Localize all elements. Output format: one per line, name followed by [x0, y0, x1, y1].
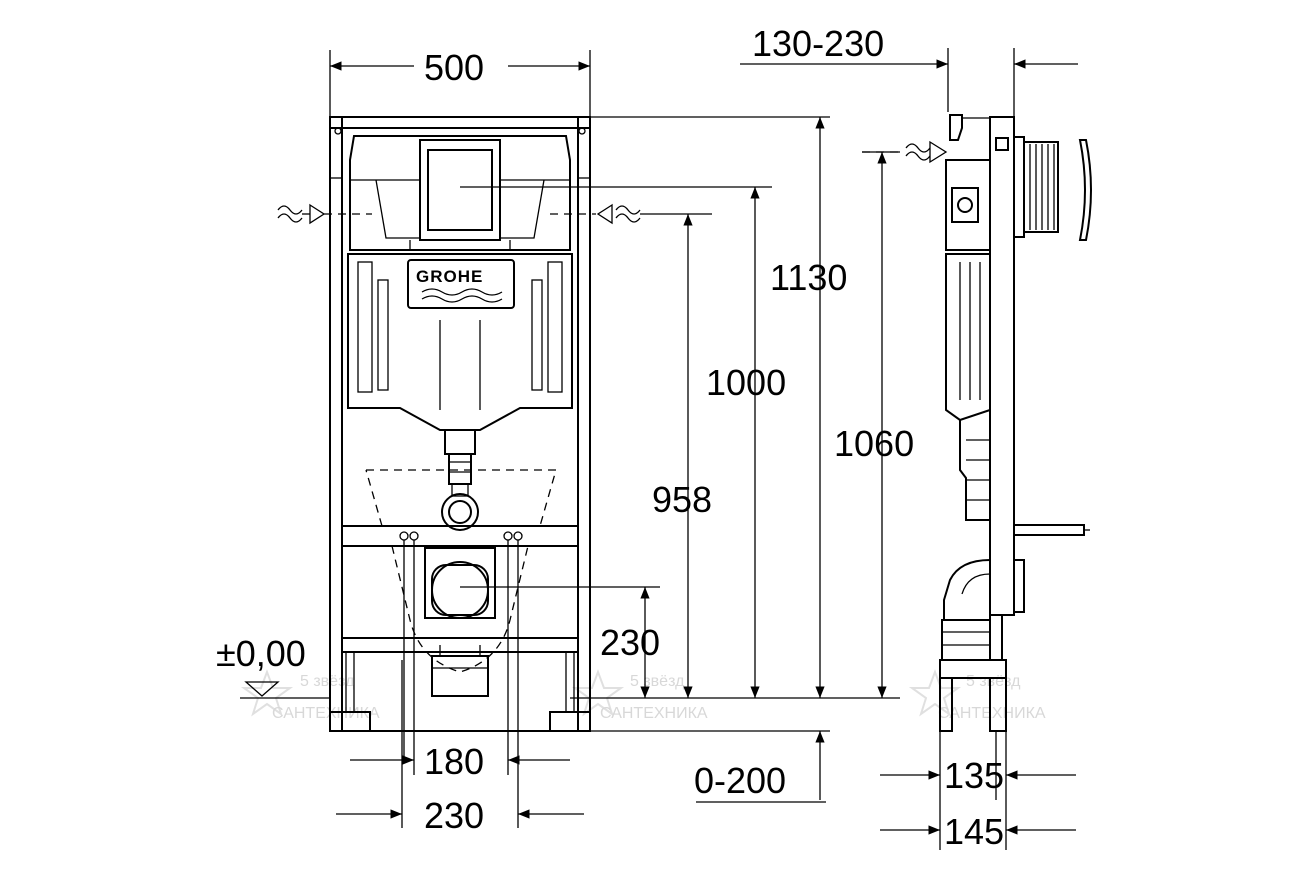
dim-depth-outer: 145 — [944, 811, 1004, 852]
watermark-line-1: 5 звёзд — [966, 673, 1021, 690]
watermark-line-2: САНТЕХНИКА — [272, 705, 380, 722]
dim-height-flush: 1000 — [706, 362, 786, 403]
dim-wall-offset: 130-230 — [752, 23, 884, 64]
front-view: GROHE — [277, 116, 712, 828]
dim-depth-inner: 135 — [944, 755, 1004, 796]
frame — [329, 116, 591, 732]
front-dimensions: 500 958 1000 1130 230 0-200 ±0,00 180 — [216, 47, 900, 836]
cistern: GROHE — [347, 135, 573, 431]
dim-floor-level: ±0,00 — [216, 633, 306, 674]
watermark-line-1: 5 звёзд — [630, 673, 685, 690]
water-inlet-left — [277, 203, 372, 225]
watermark-line-2: САНТЕХНИКА — [600, 705, 708, 722]
watermark-line-2: САНТЕХНИКА — [938, 705, 1046, 722]
flush-pipe — [441, 429, 479, 531]
side-dimensions: 130-230 1060 135 145 — [740, 23, 1078, 852]
waste-outlet — [424, 547, 496, 697]
dim-bolt-spacing-inner: 180 — [424, 741, 484, 782]
toilet-outline — [365, 469, 557, 673]
dim-height-side: 1060 — [834, 423, 914, 464]
side-view — [862, 114, 1092, 732]
dim-drain-height: 230 — [600, 622, 660, 663]
water-inlet-right — [550, 203, 712, 225]
dim-frame-width: 500 — [424, 47, 484, 88]
dim-height-inlet: 958 — [652, 479, 712, 520]
dim-bolt-spacing-outer: 230 — [424, 795, 484, 836]
brand-logo: GROHE — [416, 267, 483, 286]
dim-height-total: 1130 — [770, 257, 847, 298]
dim-floor-adjust: 0-200 — [694, 760, 786, 801]
mounting-bolts — [399, 531, 523, 828]
watermark-line-1: 5 звёзд — [300, 673, 355, 690]
